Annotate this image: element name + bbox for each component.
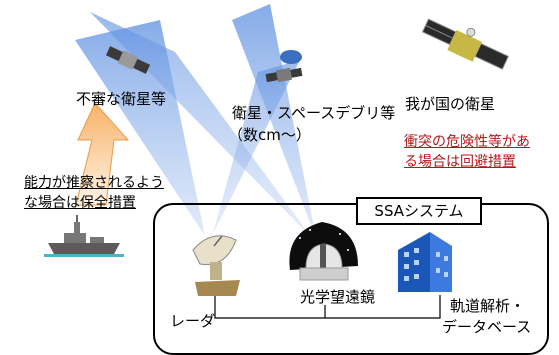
diagram-graphics bbox=[44, 4, 509, 319]
protection-note-line2: な場合は保全措置 bbox=[24, 195, 136, 211]
optical-telescope-label: 光学望遠鏡 bbox=[300, 288, 376, 306]
avoidance-note-line2: る場合は回避措置 bbox=[404, 154, 516, 170]
suspicious-satellite-icon bbox=[105, 46, 151, 74]
ssa-system-title: SSAシステム bbox=[356, 197, 482, 225]
observatory-icon bbox=[289, 222, 358, 281]
database-building-icon bbox=[398, 232, 452, 292]
japan-satellite-icon bbox=[421, 18, 509, 70]
warship-icon bbox=[44, 215, 124, 257]
orbit-analysis-label: 軌道解析・ bbox=[450, 297, 526, 315]
satellites-debris-count-label: （数cm～） bbox=[228, 126, 311, 144]
debris-disc-icon bbox=[280, 50, 302, 64]
radar-label: レーダ bbox=[170, 312, 216, 330]
our-satellites-label: 我が国の衛星 bbox=[405, 95, 496, 113]
database-label: データベース bbox=[442, 318, 532, 336]
connector-lines bbox=[214, 295, 441, 319]
debris-satellite-icon bbox=[265, 67, 303, 83]
protection-arrow bbox=[75, 102, 130, 206]
suspicious-satellites-label: 不審な衛星等 bbox=[76, 90, 167, 108]
radar-dish-icon bbox=[192, 235, 240, 296]
radar-beam-to-suspicious bbox=[75, 20, 205, 236]
radar-beam-to-debris bbox=[212, 60, 300, 236]
protection-note-line1: 能力が推察されるよう bbox=[24, 175, 164, 191]
satellites-debris-label: 衛星・スペースデブリ等 bbox=[232, 104, 396, 122]
avoidance-note-line1: 衝突の危険性等があ bbox=[404, 134, 530, 150]
telescope-beam-to-debris bbox=[232, 4, 316, 238]
